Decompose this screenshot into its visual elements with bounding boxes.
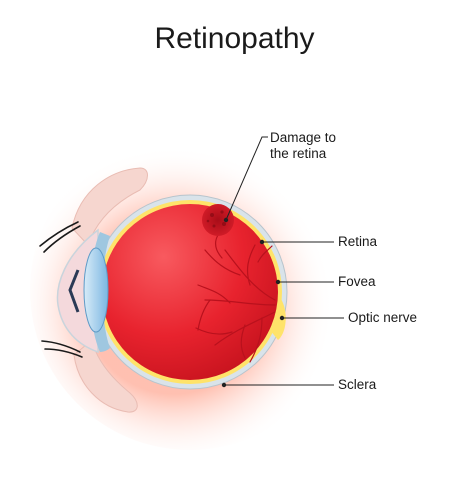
leader-damage bbox=[225, 136, 268, 221]
label-optic-nerve: Optic nerve bbox=[348, 310, 418, 325]
lens bbox=[83, 247, 109, 333]
damage-spot bbox=[202, 204, 234, 236]
leader-lines bbox=[224, 136, 344, 386]
leader-dots bbox=[221, 217, 285, 388]
page-title: Retinopathy bbox=[154, 22, 315, 55]
upper-eyelashes bbox=[39, 221, 81, 253]
label-retina: Retina bbox=[338, 234, 378, 249]
label-damage-line2: the retina bbox=[270, 146, 327, 161]
pupil bbox=[68, 269, 80, 313]
label-damage-to-retina: Damage to the retina bbox=[270, 130, 336, 162]
lower-eyelid bbox=[73, 339, 138, 413]
damage-texture bbox=[206, 210, 226, 228]
label-damage-line1: Damage to bbox=[270, 130, 337, 145]
lower-eyelashes bbox=[41, 340, 83, 358]
blood-vessels bbox=[195, 234, 276, 363]
label-fovea: Fovea bbox=[338, 274, 376, 289]
upper-eyelid bbox=[71, 167, 148, 246]
label-sclera: Sclera bbox=[338, 377, 377, 392]
eyeball bbox=[102, 204, 278, 380]
